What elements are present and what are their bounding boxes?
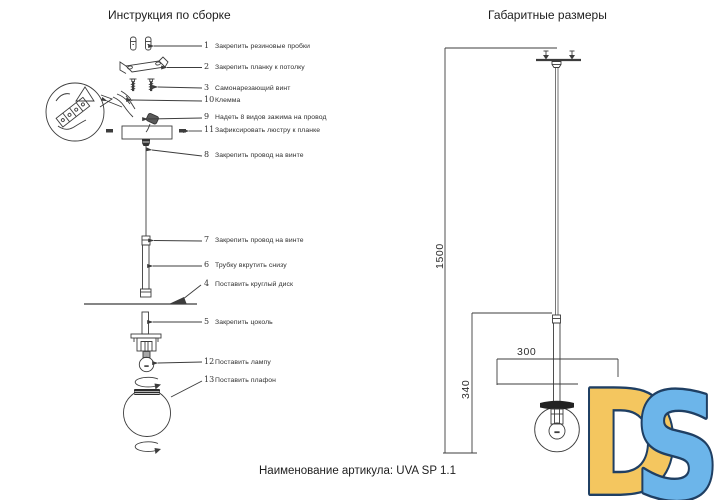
left-panel-title: Инструкция по сборке	[108, 8, 231, 22]
rotation-arrow-bottom	[134, 441, 161, 454]
step-number: 3	[204, 83, 210, 92]
cord-double-line	[555, 67, 559, 315]
step-text: Поставить плафон	[215, 377, 276, 384]
dim-label-300: 300	[517, 346, 537, 358]
dim-label-1500: 1500	[434, 243, 446, 269]
cord-connector-drawing	[141, 235, 151, 246]
step-label-5: 5 Закрепить цоколь	[204, 318, 273, 327]
ceiling-plate-drawing	[106, 125, 186, 146]
step-text: Закрепить планку к потолку	[215, 64, 305, 71]
step-label-10: 10Клемма	[204, 96, 240, 105]
logo-letter-d: D	[579, 361, 679, 500]
pendant-lamp-drawing	[534, 400, 580, 453]
step-label-11: 11Зафиксировать люстру к планке	[204, 126, 320, 135]
tube-drawing	[140, 244, 152, 298]
dimension-diagram	[443, 47, 619, 454]
step-text: Закрепить провод на винте	[215, 237, 304, 244]
step-number: 8	[204, 150, 210, 159]
step-text: Самонарезающий винт	[215, 85, 291, 92]
dim-340-lines	[471, 312, 552, 453]
step-label-9: 9 Надеть 8 видов зажима на провод	[204, 113, 327, 122]
step-number: 1	[204, 41, 210, 50]
step-text: Клемма	[215, 97, 241, 104]
step-label-7: 7 Закрепить провод на винте	[204, 236, 304, 245]
step-text: Закрепить провод на винте	[215, 152, 304, 159]
rotation-arrow-top	[134, 376, 161, 390]
assembly-diagram	[45, 36, 203, 454]
ceiling-mount-drawing	[536, 50, 581, 68]
step-number: 2	[204, 62, 210, 71]
step-number: 4	[204, 279, 210, 288]
dim-label-340: 340	[460, 379, 472, 399]
ds-logo: D S	[577, 359, 723, 500]
step-label-8: 8 Закрепить провод на винте	[204, 151, 304, 160]
socket-drawing	[130, 311, 162, 352]
step-label-13: 13Поставить плафон	[204, 376, 276, 385]
step-number: 12	[204, 357, 215, 366]
tube-with-connector	[552, 314, 561, 403]
step-number: 9	[204, 112, 210, 121]
wiring-detail-circle	[45, 82, 123, 142]
step-label-2: 2 Закрепить планку к потолку	[204, 63, 305, 72]
step-text: Закрепить резиновые пробки	[215, 43, 310, 50]
logo-letter-s: S	[634, 364, 720, 500]
screws-drawing	[129, 78, 155, 92]
step-text: Зафиксировать люстру к планке	[215, 127, 321, 134]
leader-lines	[126, 44, 203, 366]
step-label-1: 1 Закрепить резиновые пробки	[204, 42, 310, 51]
step-text: Закрепить цоколь	[215, 319, 273, 326]
step-number: 13	[204, 375, 215, 384]
step-text: Поставить круглый диск	[215, 281, 294, 288]
step-label-4: 4 Поставить круглый диск	[204, 280, 293, 289]
step-label-6: 6 Трубку вкрутить снизу	[204, 261, 287, 270]
step-number: 5	[204, 317, 210, 326]
step-number: 10	[204, 95, 215, 104]
bulb-drawing	[138, 351, 155, 373]
mounting-plank-drawing	[119, 56, 169, 74]
disk-line-drawing	[84, 284, 202, 305]
step-number: 6	[204, 260, 210, 269]
step-number: 11	[204, 125, 215, 134]
step-text: Трубку вкрутить снизу	[215, 262, 287, 269]
rubber-plugs-drawing	[130, 36, 152, 51]
sphere-drawing	[123, 380, 203, 437]
dim-1500-lines	[443, 47, 557, 454]
article-caption: Наименование артикула: UVA SP 1.1	[259, 465, 456, 477]
step-label-3: 3 Самонарезающий винт	[204, 84, 290, 93]
step-number: 7	[204, 235, 210, 244]
right-panel-title: Габаритные размеры	[488, 8, 607, 22]
dim-300-lines	[496, 358, 619, 385]
step-label-12: 12Поставить лампу	[204, 358, 271, 367]
step-text: Надеть 8 видов зажима на провод	[215, 114, 327, 121]
step-text: Поставить лампу	[215, 359, 271, 366]
